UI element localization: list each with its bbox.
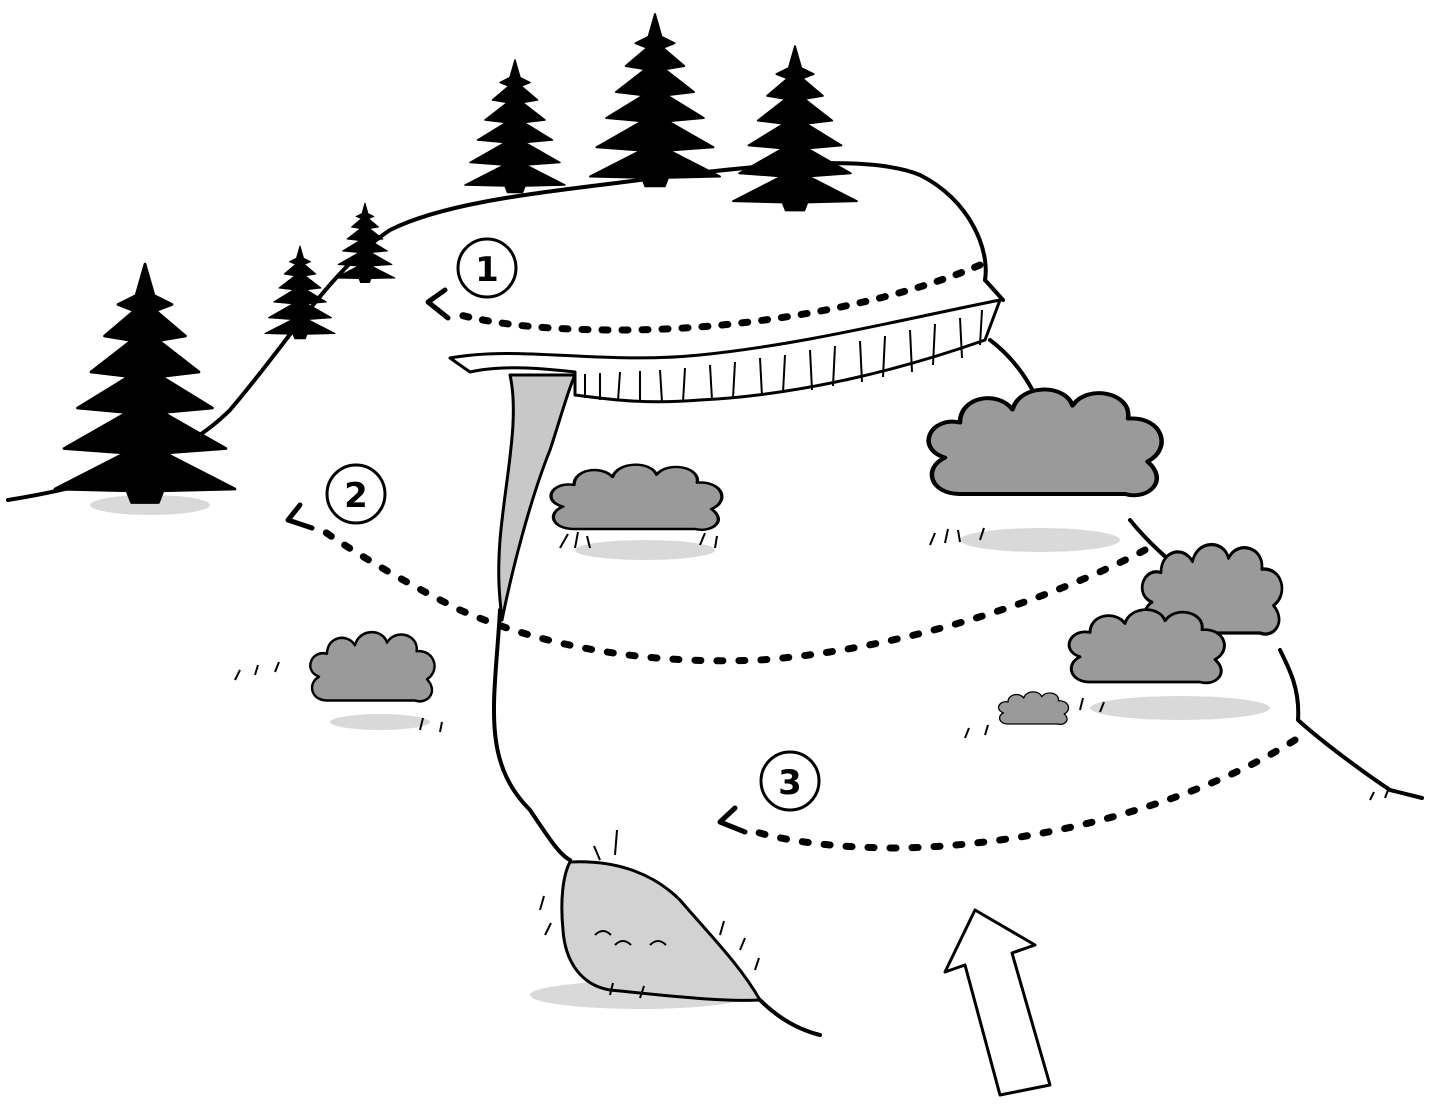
route-1-arrowhead	[428, 290, 448, 318]
view-direction-arrow-icon	[945, 910, 1050, 1095]
route-3: 3	[720, 740, 1295, 848]
route-2-label: 2	[344, 476, 368, 516]
route-3-arrowhead	[720, 808, 745, 832]
route-2-arrowhead	[288, 505, 312, 528]
route-1-label: 1	[475, 250, 499, 290]
trees	[55, 14, 857, 503]
route-1: 1	[428, 239, 980, 330]
bushes	[310, 389, 1282, 724]
route-3-label: 3	[778, 763, 802, 803]
pool	[562, 862, 760, 1001]
